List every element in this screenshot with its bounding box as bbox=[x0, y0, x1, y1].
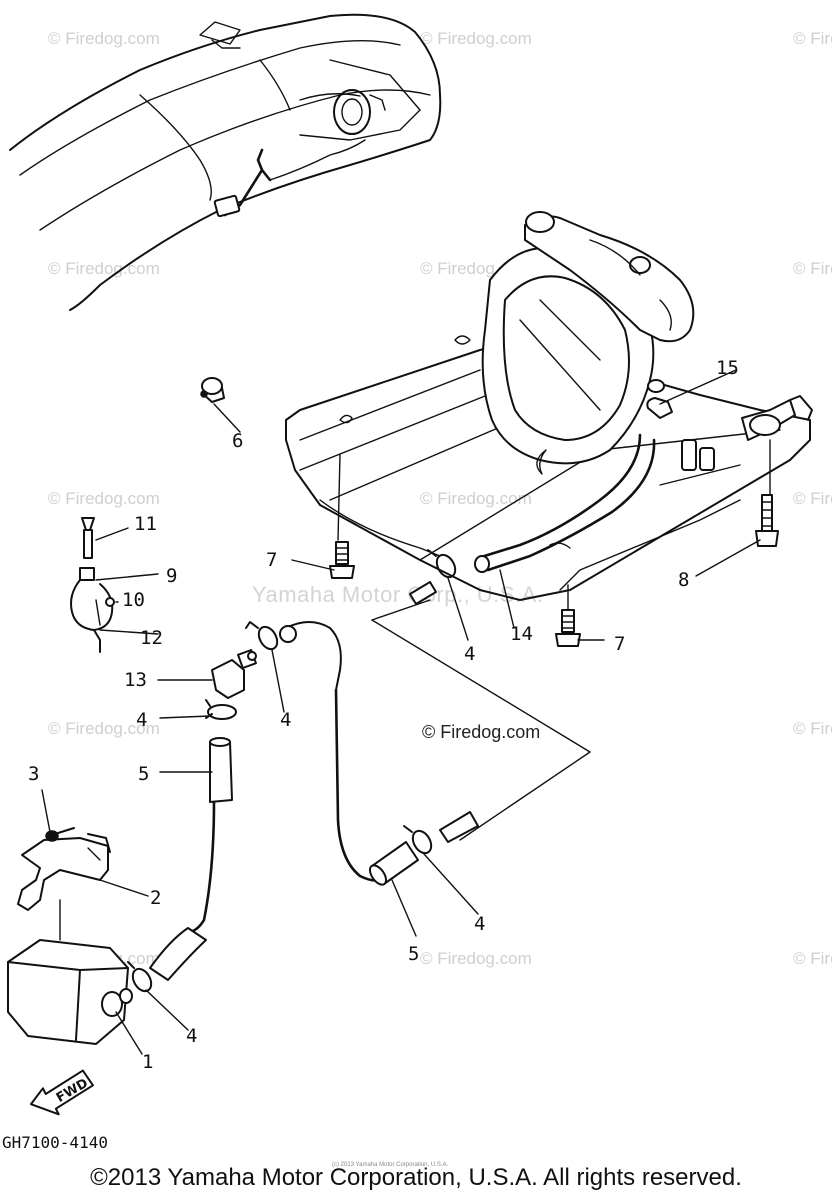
callout-6: 6 bbox=[232, 430, 243, 452]
hose-clamp-part bbox=[403, 825, 433, 855]
watermark: © Firedog.com bbox=[48, 29, 160, 48]
callout-5: 5 bbox=[408, 943, 419, 965]
watermark: © Firedog.com bbox=[793, 719, 832, 738]
grommet-part bbox=[200, 377, 225, 403]
hull-deck-drawing bbox=[9, 13, 442, 311]
callout-leaders bbox=[41, 369, 761, 1055]
hose-line bbox=[149, 621, 382, 981]
callout-4: 4 bbox=[280, 709, 291, 731]
callout-5: 5 bbox=[138, 763, 149, 785]
callout-9: 9 bbox=[166, 565, 177, 587]
hose-part bbox=[209, 737, 233, 803]
leader-lines bbox=[59, 439, 771, 941]
watermark: © Firedog.com bbox=[793, 489, 832, 508]
watermark-layer: © Firedog.com © Firedog.com © Firedog.co… bbox=[48, 29, 832, 968]
hose-clamp-part bbox=[127, 961, 153, 993]
watermark: © Firedog.com bbox=[793, 259, 832, 278]
watermark: © Firedog.com bbox=[48, 489, 160, 508]
callout-14: 14 bbox=[510, 623, 533, 645]
jet-pump-intake-drawing bbox=[285, 211, 813, 601]
watermark: © Firedog.com bbox=[793, 29, 832, 48]
bolt-part bbox=[329, 541, 355, 579]
callout-3: 3 bbox=[28, 763, 39, 785]
callout-7: 7 bbox=[614, 633, 625, 655]
drawing-code: GH7100-4140 bbox=[2, 1133, 108, 1152]
connector-part bbox=[409, 581, 479, 843]
watermark: © Firedog.com bbox=[48, 719, 160, 738]
clamp-assembly bbox=[70, 517, 115, 653]
bolt-part bbox=[555, 609, 581, 647]
callout-8: 8 bbox=[678, 569, 689, 591]
watermark: © Firedog.com bbox=[420, 29, 532, 48]
elbow-fitting-part bbox=[211, 649, 257, 699]
forward-arrow: FWD bbox=[29, 1069, 94, 1116]
bracket-part bbox=[17, 833, 111, 911]
callout-4: 4 bbox=[464, 643, 475, 665]
fuel-tank-part bbox=[7, 939, 133, 1045]
callout-1: 1 bbox=[142, 1051, 153, 1073]
callout-7: 7 bbox=[266, 549, 277, 571]
footer-small-print: (c) 2013 Yamaha Motor Corporation, U.S.A… bbox=[332, 1162, 448, 1168]
callout-13: 13 bbox=[124, 669, 147, 691]
watermark: © Firedog.com bbox=[48, 259, 160, 278]
callout-numbers: 6 7 7 8 15 11 9 10 12 13 4 5 4 4 14 3 2 … bbox=[28, 357, 739, 1073]
callout-4: 4 bbox=[136, 709, 147, 731]
callout-4: 4 bbox=[186, 1025, 197, 1047]
screw-part bbox=[45, 827, 75, 842]
callout-12: 12 bbox=[140, 627, 163, 649]
callout-4: 4 bbox=[474, 913, 485, 935]
callout-11: 11 bbox=[134, 513, 157, 535]
long-bolt-part bbox=[755, 494, 779, 547]
callout-10: 10 bbox=[122, 589, 145, 611]
watermark: © Firedog.com bbox=[420, 949, 532, 968]
callout-15: 15 bbox=[716, 357, 739, 379]
firedog-dark-watermark: © Firedog.com bbox=[422, 722, 540, 742]
hose-part bbox=[369, 841, 419, 886]
hose-clamp-part bbox=[245, 621, 279, 651]
callout-2: 2 bbox=[150, 887, 161, 909]
watermark: © Firedog.com bbox=[793, 949, 832, 968]
hose-clamp-part bbox=[427, 549, 457, 579]
watermark: © Firedog.com bbox=[420, 489, 532, 508]
footer-copyright: ©2013 Yamaha Motor Corporation, U.S.A. A… bbox=[90, 1164, 742, 1191]
